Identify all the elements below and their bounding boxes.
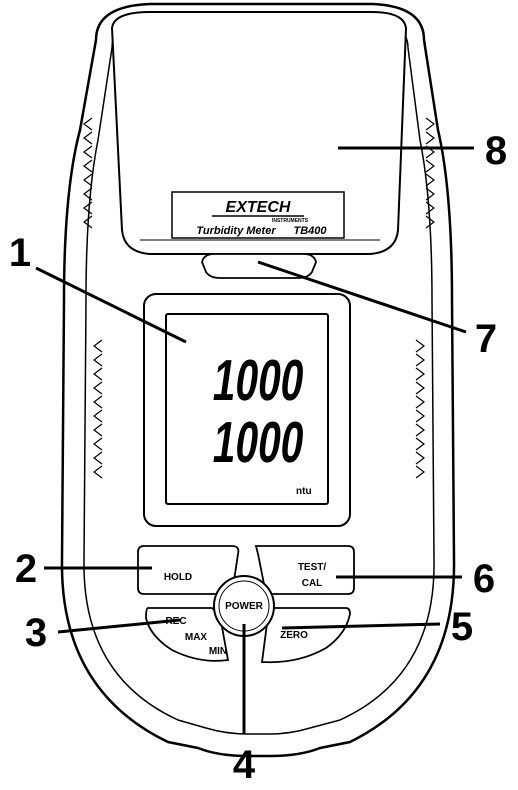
callout-6: 6 bbox=[473, 557, 495, 601]
lcd-unit: ntu bbox=[296, 486, 312, 497]
callout-8: 8 bbox=[485, 129, 507, 173]
callout-4: 4 bbox=[233, 743, 256, 787]
brand-name: EXTECH bbox=[226, 199, 291, 216]
hold-button-label: HOLD bbox=[164, 572, 192, 583]
hold-button[interactable] bbox=[137, 545, 240, 595]
callout-7: 7 bbox=[475, 317, 497, 361]
leader-7 bbox=[257, 260, 467, 334]
callout-5: 5 bbox=[451, 605, 473, 649]
right-upper-grip bbox=[425, 117, 435, 229]
test-cal-label-line1: TEST/ bbox=[298, 562, 327, 573]
test-cal-button[interactable] bbox=[254, 545, 355, 595]
power-button-label: POWER bbox=[225, 601, 264, 612]
right-lower-grip bbox=[415, 339, 425, 479]
min-label: MIN bbox=[209, 646, 227, 657]
lcd-reading-top: 1000 bbox=[209, 347, 309, 413]
brand-label-plate bbox=[171, 191, 345, 239]
lcd-screen bbox=[165, 313, 329, 505]
callout-3: 3 bbox=[25, 611, 47, 655]
zero-button-label: ZERO bbox=[280, 630, 308, 641]
callout-2: 2 bbox=[15, 547, 37, 591]
leader-5 bbox=[281, 622, 441, 630]
zero-button[interactable] bbox=[260, 607, 351, 664]
callout-1: 1 bbox=[9, 231, 31, 275]
brand-sub-name: INSTRUMENTS bbox=[272, 218, 309, 224]
model-number: TB400 bbox=[293, 225, 327, 237]
lcd-reading-bottom: 1000 bbox=[209, 409, 309, 475]
max-label: MAX bbox=[185, 632, 208, 643]
leader-1 bbox=[35, 266, 187, 344]
model-name: Turbidity Meter bbox=[196, 225, 276, 237]
left-upper-grip bbox=[83, 117, 93, 229]
leader-3 bbox=[57, 618, 181, 634]
test-cal-label-line2: CAL bbox=[302, 578, 323, 589]
left-lower-grip bbox=[93, 339, 103, 479]
